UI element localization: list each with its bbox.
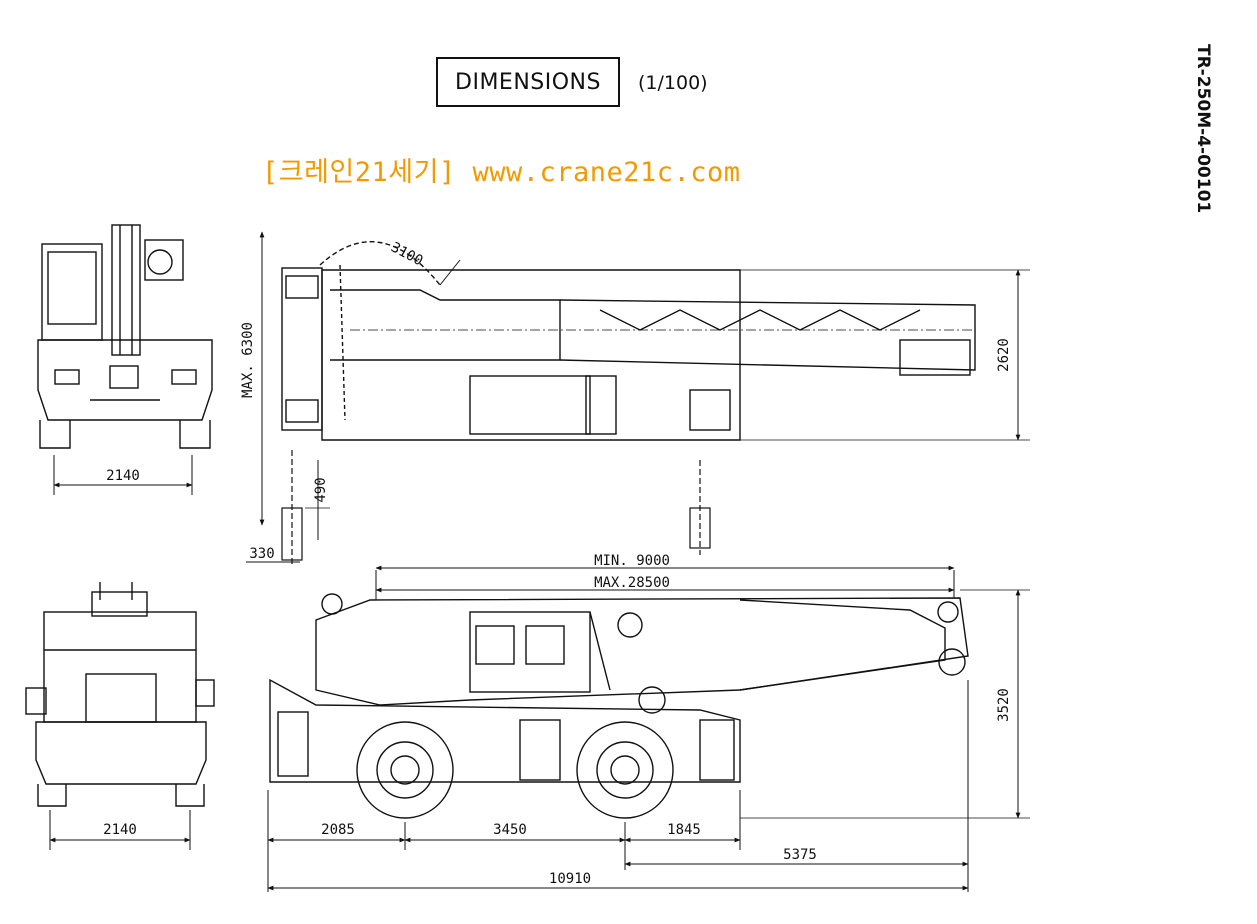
- dim-wheelbase: 3450: [493, 822, 527, 838]
- dim-max-height: MAX. 6300: [240, 322, 256, 398]
- dim-overall-width: 2620: [996, 338, 1012, 372]
- dim-rear-width: 2140: [106, 468, 140, 484]
- dim-front-overhang: 2085: [321, 822, 355, 838]
- dim-330: 330: [249, 546, 274, 562]
- title-box: DIMENSIONS: [436, 57, 620, 107]
- dim-490: 490: [313, 477, 329, 502]
- front-view: [25, 582, 215, 807]
- dim-boom-min: MIN. 9000: [594, 553, 670, 569]
- dim-height: 3520: [996, 688, 1012, 722]
- dim-rear-overhang: 1845: [667, 822, 701, 838]
- dim-330-group: 330: [246, 546, 300, 563]
- dim-boom-max: MAX.28500: [594, 575, 670, 591]
- watermark: [크레인21세기] www.crane21c.com: [262, 157, 741, 188]
- rear-view: [37, 224, 213, 449]
- front-width-dimension: 2140: [49, 810, 191, 850]
- max-height-dimension: MAX. 6300: [240, 231, 265, 526]
- side-view: [269, 570, 969, 819]
- page-title: DIMENSIONS: [455, 69, 601, 95]
- scale-label: (1/100): [638, 72, 708, 94]
- overall-width-dimension: 2620: [740, 269, 1030, 441]
- boom-length-dimension: MIN. 9000 MAX.28500: [375, 553, 955, 593]
- dim-front-width: 2140: [103, 822, 137, 838]
- length-dimensions: [267, 680, 969, 892]
- dim-5375: 5375: [783, 847, 817, 863]
- height-dimension: 3520: [740, 589, 1030, 819]
- rear-width-dimension: 2140: [53, 455, 193, 495]
- document-code: TR-250M-4-00101: [1193, 44, 1213, 214]
- dim-turning-radius: 3100: [388, 239, 425, 269]
- turning-radius-dimension: 3100: [388, 239, 461, 286]
- dim-overall-length: 10910: [549, 871, 591, 887]
- outrigger-detail: [281, 450, 711, 565]
- top-view: [281, 241, 976, 441]
